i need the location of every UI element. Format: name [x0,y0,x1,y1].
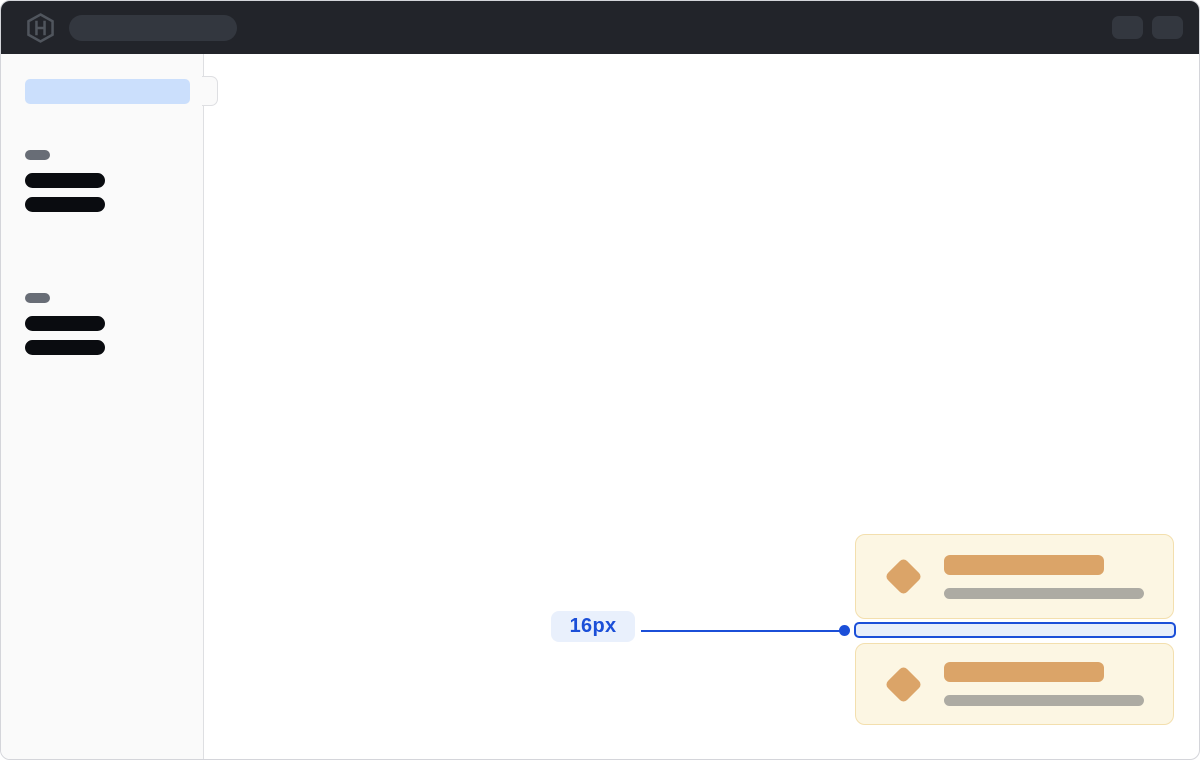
sidebar-nav-item-skeleton[interactable] [25,173,105,188]
spacing-gap-highlight [854,622,1176,638]
sidebar-section-label-skeleton-2 [25,293,50,303]
alert-card-2[interactable] [855,643,1174,725]
card-subtitle-skeleton [944,695,1144,706]
measure-dot [839,625,850,636]
card-subtitle-skeleton [944,587,1144,599]
sidebar-section-label-skeleton-1 [25,150,50,160]
spacing-measure-label: 16px [551,611,635,642]
sidebar-nav-item-skeleton[interactable] [25,340,105,355]
topbar-actions [1112,16,1183,39]
topbar-action-skeleton-2[interactable] [1152,16,1183,39]
alert-card-1[interactable] [855,534,1174,619]
sidebar-nav-item-skeleton[interactable] [25,316,105,331]
sidebar-nav-item-skeleton[interactable] [25,197,105,212]
card-text-skeleton [944,662,1144,706]
diamond-alert-icon [883,557,923,596]
card-text-skeleton [944,554,1144,599]
measure-line [641,630,844,632]
diamond-alert-icon [883,664,923,704]
card-title-skeleton [944,554,1104,575]
topbar-action-skeleton-1[interactable] [1112,16,1143,39]
sidebar-collapse-toggle[interactable] [202,76,218,106]
top-nav-bar [1,1,1199,54]
card-title-skeleton [944,662,1104,682]
search-input-skeleton[interactable] [69,14,237,41]
hashicorp-logo-icon[interactable] [26,12,54,43]
sidebar-selected-item-skeleton[interactable] [25,79,190,104]
sidebar [1,54,204,759]
